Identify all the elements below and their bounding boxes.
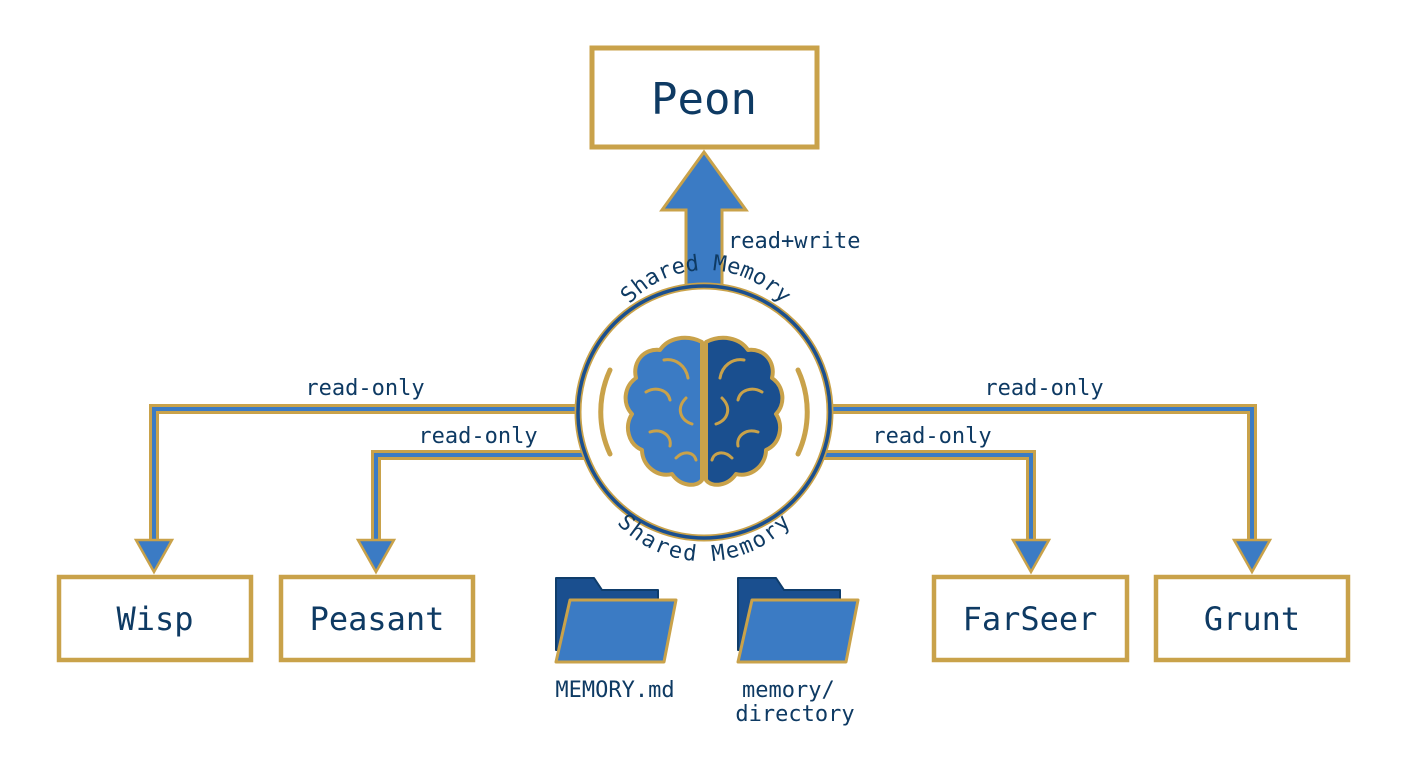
arrow-to-grunt (810, 404, 1273, 575)
nodes: Peon Wisp Peasant FarSeer Grunt (56, 45, 1351, 663)
node-grunt: Grunt (1153, 574, 1351, 663)
node-peasant: Peasant (278, 574, 476, 663)
brain-icon (623, 335, 785, 487)
node-grunt-label: Grunt (1204, 600, 1300, 638)
svg-text:memory/ directory: memory/ directory (735, 678, 854, 727)
node-farseer-label: FarSeer (963, 600, 1098, 638)
file-memory-directory: memory/ directory (735, 577, 860, 727)
arrow-to-farseer (810, 450, 1052, 575)
svg-text:MEMORY.md: MEMORY.md (555, 678, 674, 703)
edge-label-peasant: read-only (418, 424, 537, 449)
arrow-to-peasant (355, 450, 600, 575)
edge-label-peon: read+write (728, 229, 860, 254)
node-farseer: FarSeer (931, 574, 1130, 663)
node-peon-label: Peon (651, 74, 757, 125)
folder-icon (736, 577, 860, 664)
node-peasant-label: Peasant (310, 600, 445, 638)
file-label-line: MEMORY.md (555, 678, 674, 703)
file-label-line: directory (735, 702, 854, 727)
arrow-to-peon (659, 149, 749, 294)
file-memory-md: MEMORY.md (554, 577, 678, 703)
folder-icon (554, 577, 678, 664)
shared-memory-hub: Shared Memory Shared Memory (574, 251, 834, 567)
edge-label-farseer: read-only (872, 424, 991, 449)
edge-labels: read+write read-only read-only read-only… (305, 229, 1103, 449)
connectors (133, 149, 1273, 575)
edge-label-wisp: read-only (305, 376, 424, 401)
arrow-to-wisp (133, 404, 600, 575)
node-wisp: Wisp (56, 574, 254, 663)
node-wisp-label: Wisp (116, 600, 193, 638)
file-label-line: memory/ (742, 678, 835, 703)
node-peon: Peon (589, 45, 820, 150)
edge-label-grunt: read-only (984, 376, 1103, 401)
